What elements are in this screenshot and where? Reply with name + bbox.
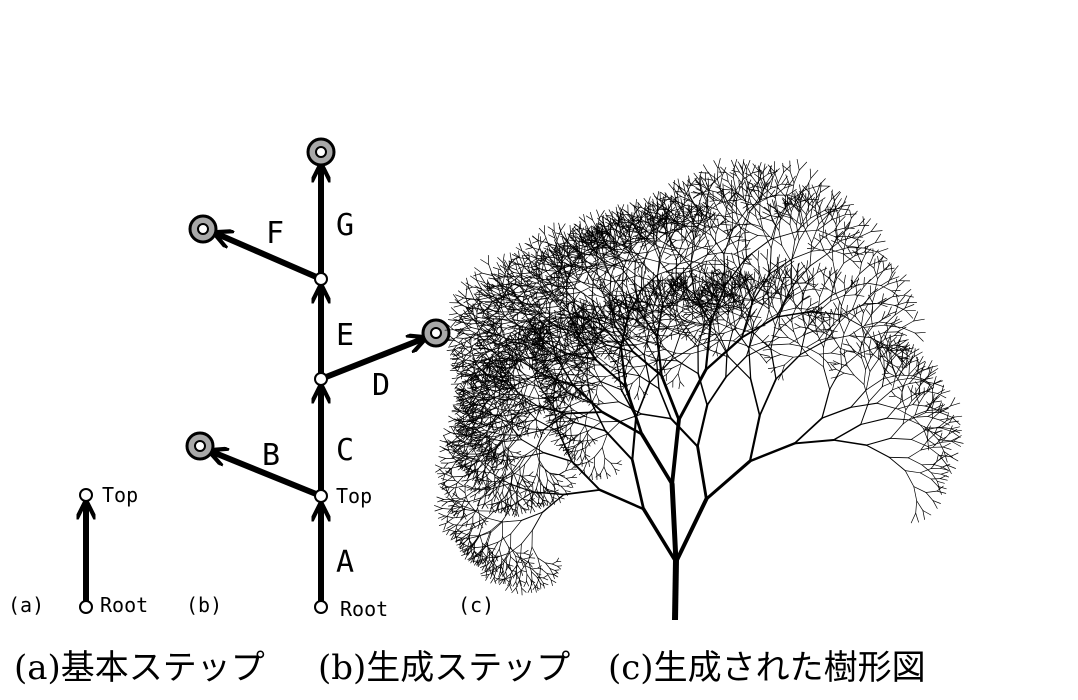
panel-a-tag: (a) <box>8 593 44 617</box>
panel-a-diagram: (a) Top Root <box>8 483 148 617</box>
top-label: Top <box>102 483 138 507</box>
root-node <box>79 600 93 614</box>
arrow-label-e: E <box>336 318 354 353</box>
arrow-label-d: D <box>372 368 390 403</box>
top-node <box>79 488 93 502</box>
root-label: Root <box>100 593 148 617</box>
panel-b-diagram: (b) A B C D E F G <box>185 137 451 621</box>
leaf-node <box>185 431 215 461</box>
arrow-label-a: A <box>336 545 354 580</box>
caption-b: (b)生成ステップ <box>318 648 571 688</box>
top-label: Top <box>336 484 372 508</box>
arrow-d <box>319 338 425 382</box>
branch-node <box>314 272 328 286</box>
arrow-b <box>210 451 323 499</box>
root-node <box>314 600 328 614</box>
branch-node <box>314 372 328 386</box>
arrow-label-c: C <box>336 433 354 468</box>
arrow-label-b: B <box>262 438 280 473</box>
panel-c-tag: (c) <box>458 593 494 617</box>
root-label: Root <box>340 597 388 621</box>
arrow-label-g: G <box>336 208 354 243</box>
caption-a: (a)基本ステップ <box>14 648 265 688</box>
leaf-node <box>188 214 218 244</box>
caption-c: (c)生成された樹形図 <box>608 648 926 688</box>
arrow-f <box>215 233 323 282</box>
panel-b-tag: (b) <box>186 593 222 617</box>
leaf-node <box>306 137 336 167</box>
leaf-node <box>421 318 451 348</box>
arrow-label-f: F <box>266 216 284 251</box>
generated-tree <box>434 158 964 621</box>
top-node <box>314 489 328 503</box>
